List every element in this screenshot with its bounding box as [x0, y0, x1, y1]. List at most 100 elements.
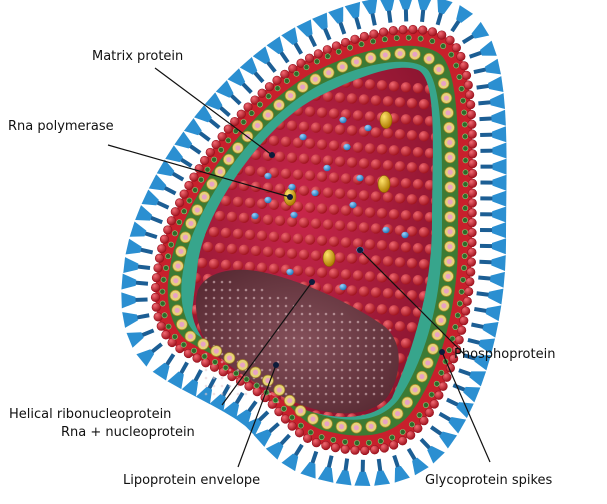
stipple-dot: [348, 360, 352, 364]
stipple-dot: [228, 296, 232, 300]
spike-stalk: [429, 425, 444, 437]
spike-stalk: [309, 450, 319, 466]
stipple-dot: [220, 288, 224, 292]
spike-stalk: [322, 26, 332, 41]
spike: [122, 312, 150, 328]
pointer-dot-matrix: [269, 152, 275, 158]
spike-stalk: [148, 215, 163, 225]
stipple-dot: [220, 360, 224, 364]
spike-stalk: [246, 400, 258, 415]
stipple-dot: [388, 328, 392, 332]
spike-stalk: [278, 49, 290, 64]
envelope-bead: [467, 198, 477, 208]
stipple-dot: [244, 304, 248, 308]
envelope-bead: [183, 348, 193, 359]
envelope-bead: [156, 321, 166, 331]
core-bead: [274, 183, 286, 194]
envelope-bead: [459, 61, 469, 71]
spike-stalk: [478, 275, 493, 281]
stipple-dot: [340, 400, 344, 404]
matrix-bead-center: [187, 333, 194, 340]
spike-stalk: [480, 212, 495, 217]
matrix-bead-center: [265, 112, 271, 118]
stipple-dot: [364, 368, 368, 372]
stipple-dot: [300, 344, 304, 348]
stipple-dot: [276, 336, 280, 340]
green-bead: [161, 312, 168, 319]
stipple-dot: [276, 376, 280, 380]
spike: [152, 353, 176, 381]
spike-stalk: [133, 297, 148, 302]
core-bead: [292, 201, 304, 212]
stipple-dot: [292, 336, 296, 340]
stipple-dot: [284, 352, 288, 356]
core-bead: [192, 67, 196, 76]
core-bead: [382, 256, 394, 267]
spike: [480, 142, 507, 159]
green-bead: [225, 137, 232, 144]
stipple-dot: [356, 328, 360, 332]
stipple-dot: [244, 392, 248, 396]
core-bead: [412, 211, 424, 222]
stipple-dot: [300, 368, 304, 372]
spike: [165, 145, 193, 168]
label-phosphoprotein: Phosphoprotein: [454, 347, 555, 362]
envelope-bead: [467, 139, 478, 149]
spike-head: [281, 27, 298, 45]
stipple-dot: [348, 368, 352, 372]
core-bead: [214, 242, 226, 254]
envelope-bead: [340, 37, 351, 48]
spike-head: [183, 118, 202, 136]
matrix-bead-center: [412, 51, 418, 57]
spike-stalk: [149, 342, 163, 355]
core-bead: [304, 234, 316, 245]
green-bead: [433, 380, 440, 387]
spike-head: [222, 401, 240, 420]
matrix-bead-center: [276, 102, 282, 108]
stipple-dot: [372, 328, 376, 332]
stipple-dot: [332, 384, 336, 388]
core-bead: [394, 193, 406, 204]
envelope-bead: [438, 381, 448, 391]
stipple-dot: [388, 336, 392, 340]
core-bead: [232, 228, 244, 240]
green-bead: [456, 74, 463, 80]
envelope-bead: [288, 63, 298, 74]
green-bead: [458, 288, 465, 295]
core-bead: [244, 165, 256, 176]
spike: [458, 368, 487, 387]
green-bead: [446, 347, 453, 354]
core-bead: [346, 157, 358, 168]
stipple-dot: [316, 392, 320, 396]
spike-stalk: [264, 59, 277, 73]
spike-stalk: [386, 8, 393, 23]
stipple-dot: [204, 384, 208, 388]
spike: [463, 353, 491, 371]
spike-stalk: [292, 40, 303, 55]
spike-head: [167, 371, 184, 390]
core-bead: [418, 163, 430, 174]
stipple-dot: [228, 288, 232, 292]
envelope-bead: [442, 372, 452, 382]
envelope-bead: [151, 273, 162, 283]
stipple-dot: [348, 392, 352, 396]
stipple-dot: [236, 288, 240, 292]
core-bead: [394, 257, 406, 268]
spike-head: [300, 461, 316, 479]
core-bead: [370, 287, 382, 298]
core-bead: [286, 248, 298, 259]
spike-stalk: [326, 455, 334, 470]
spike: [129, 221, 158, 240]
pointer-dot-spikes: [439, 349, 445, 355]
stipple-dot: [292, 392, 296, 396]
stipple-dot: [332, 336, 336, 340]
stipple-dot: [324, 376, 328, 380]
green-bead: [462, 241, 468, 247]
core-bead: [334, 188, 346, 199]
matrix-bead-center: [339, 64, 345, 70]
core-bead: [406, 98, 418, 109]
stipple-dot: [308, 328, 312, 332]
spike: [215, 80, 242, 106]
core-bead: [406, 258, 418, 269]
matrix-bead-center: [213, 348, 219, 354]
